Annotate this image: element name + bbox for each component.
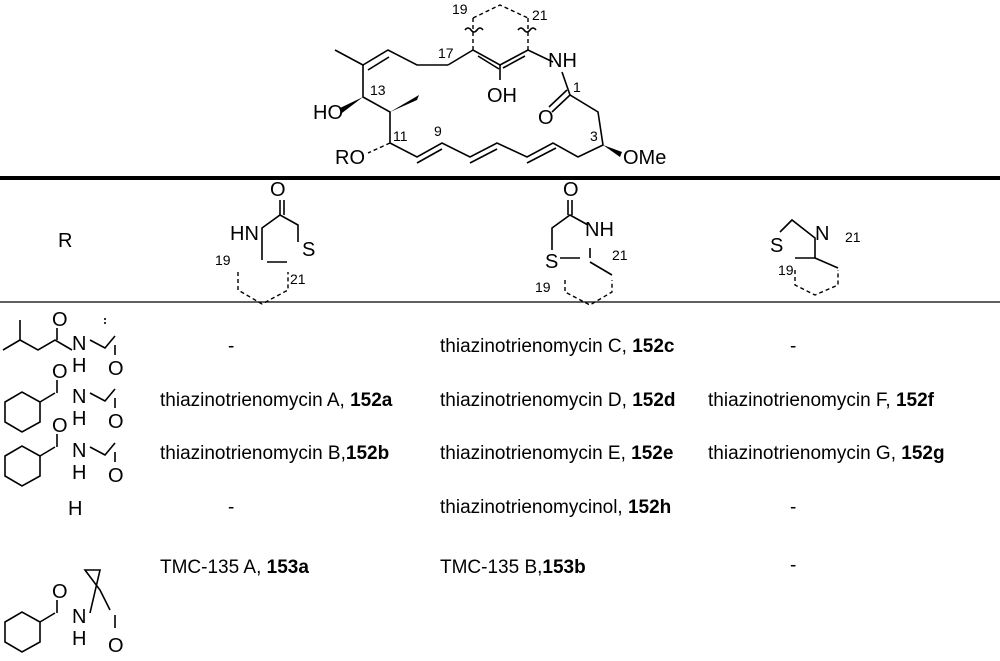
compound-id: 152e [631, 443, 674, 464]
o-label: O [538, 107, 554, 129]
atom-label: O [108, 465, 124, 487]
compound-name: thiazinotrienomycin A, [160, 390, 351, 411]
atom-label: H [72, 628, 86, 650]
atom-label: N [815, 223, 829, 245]
ro-label: RO [335, 147, 365, 169]
compound-name: thiazinotrienomycin C, [440, 336, 633, 357]
compound-name: thiazinotrienomycin F, [708, 390, 896, 411]
locant: 17 [438, 45, 454, 61]
compound-id: 153a [266, 557, 309, 578]
atom-label: O [52, 309, 68, 331]
locant: 21 [845, 229, 861, 245]
compound-id: 152a [350, 390, 393, 411]
compound-name: TMC-135 B, [440, 557, 543, 578]
atom-label: O [108, 411, 124, 433]
atom-label: O [108, 635, 124, 657]
row5-col3: - [790, 555, 797, 576]
atom-label: H [72, 408, 86, 430]
row3-col3: thiazinotrienomycin G, 152g [708, 443, 945, 465]
atom-label: HN [230, 223, 259, 245]
row1-col1: - [228, 336, 235, 357]
header-ring-1-structure: O HN S 19 21 [215, 179, 315, 305]
row2-col3: thiazinotrienomycin F, 152f [708, 390, 934, 412]
compound-name: TMC-135 A, [160, 557, 267, 578]
compound-name: thiazinotrienomycin G, [708, 443, 902, 464]
atom-label: N [72, 606, 86, 628]
header-ring-3-structure: S N 19 21 [770, 218, 861, 296]
locant: 19 [535, 279, 551, 295]
r-group-cyclohexenoyl-alanyl: O N H O [4, 361, 124, 433]
locant: 21 [612, 247, 628, 263]
r-column-header: R [58, 230, 72, 252]
row4-col1: - [228, 497, 235, 518]
locant: 19 [452, 1, 468, 17]
atom-label: S [770, 235, 783, 257]
atom-label: O [563, 179, 579, 201]
compound-id: 152c [632, 336, 675, 357]
atom-label: N [72, 386, 86, 408]
locant: 19 [215, 252, 231, 268]
compound-id: 152f [895, 390, 934, 411]
atom-label: O [108, 358, 124, 380]
r-group-cyclohexenoyl-aminocyclopropanoyl: O N H O [4, 569, 124, 657]
locant: 13 [370, 82, 386, 98]
atom-label: H [72, 462, 86, 484]
row1-col3: - [790, 336, 797, 357]
r-group-structures: O N H O O N H O O N H O H O N H O [2, 309, 124, 657]
atom-label: N [72, 440, 86, 462]
compound-id: 152b [345, 443, 390, 464]
atom-label: O [52, 361, 68, 383]
locant: 11 [393, 128, 408, 144]
row1-col2: thiazinotrienomycin C, 152c [440, 336, 674, 358]
row5-col2: TMC-135 B,153b [440, 557, 586, 579]
core-macrocycle-structure: NH OH O OMe HO RO 1 3 9 11 13 17 19 21 [313, 1, 666, 169]
compound-id: 152g [901, 443, 945, 464]
compound-id: 153b [542, 557, 586, 578]
locant: 19 [778, 262, 794, 278]
atom-label: S [545, 251, 558, 273]
row4-col3: - [790, 497, 797, 518]
atom-label: NH [585, 219, 614, 241]
locant: 9 [434, 123, 442, 139]
ho-label: HO [313, 102, 343, 124]
oh-label: OH [487, 85, 517, 107]
row4-col2: thiazinotrienomycinol, 152h [440, 497, 671, 519]
locant: 21 [532, 7, 548, 23]
atom-label: O [52, 581, 68, 603]
atom-label: H [72, 355, 86, 377]
r-group-hydrogen: H [68, 498, 82, 520]
row3-col2: thiazinotrienomycin E, 152e [440, 443, 673, 465]
compound-name: thiazinotrienomycin D, [440, 390, 633, 411]
r-group-isovaleryl-alanyl: O N H O [2, 309, 124, 380]
compound-name: thiazinotrienomycin B, [160, 443, 346, 464]
atom-label: O [52, 415, 68, 437]
row3-col1: thiazinotrienomycin B,152b [160, 443, 389, 465]
header-ring-2-structure: O NH S 19 21 [535, 179, 628, 306]
compound-id: 152h [627, 497, 672, 518]
atom-label: O [270, 179, 286, 201]
compound-id: 152d [632, 390, 676, 411]
r-group-cyclohexanoyl-alanyl: O N H O [4, 415, 124, 487]
nh-label: NH [548, 50, 577, 72]
ome-label: OMe [623, 147, 666, 169]
locant: 3 [590, 128, 598, 144]
atom-label: S [302, 239, 315, 261]
atom-label: N [72, 333, 86, 355]
locant: 21 [290, 271, 306, 287]
row5-col1: TMC-135 A, 153a [160, 557, 309, 579]
row2-col1: thiazinotrienomycin A, 152a [160, 390, 392, 412]
row2-col2: thiazinotrienomycin D, 152d [440, 390, 676, 412]
compound-name: thiazinotrienomycin E, [440, 443, 632, 464]
locant: 1 [573, 79, 581, 95]
compound-name: thiazinotrienomycinol, [440, 497, 628, 518]
